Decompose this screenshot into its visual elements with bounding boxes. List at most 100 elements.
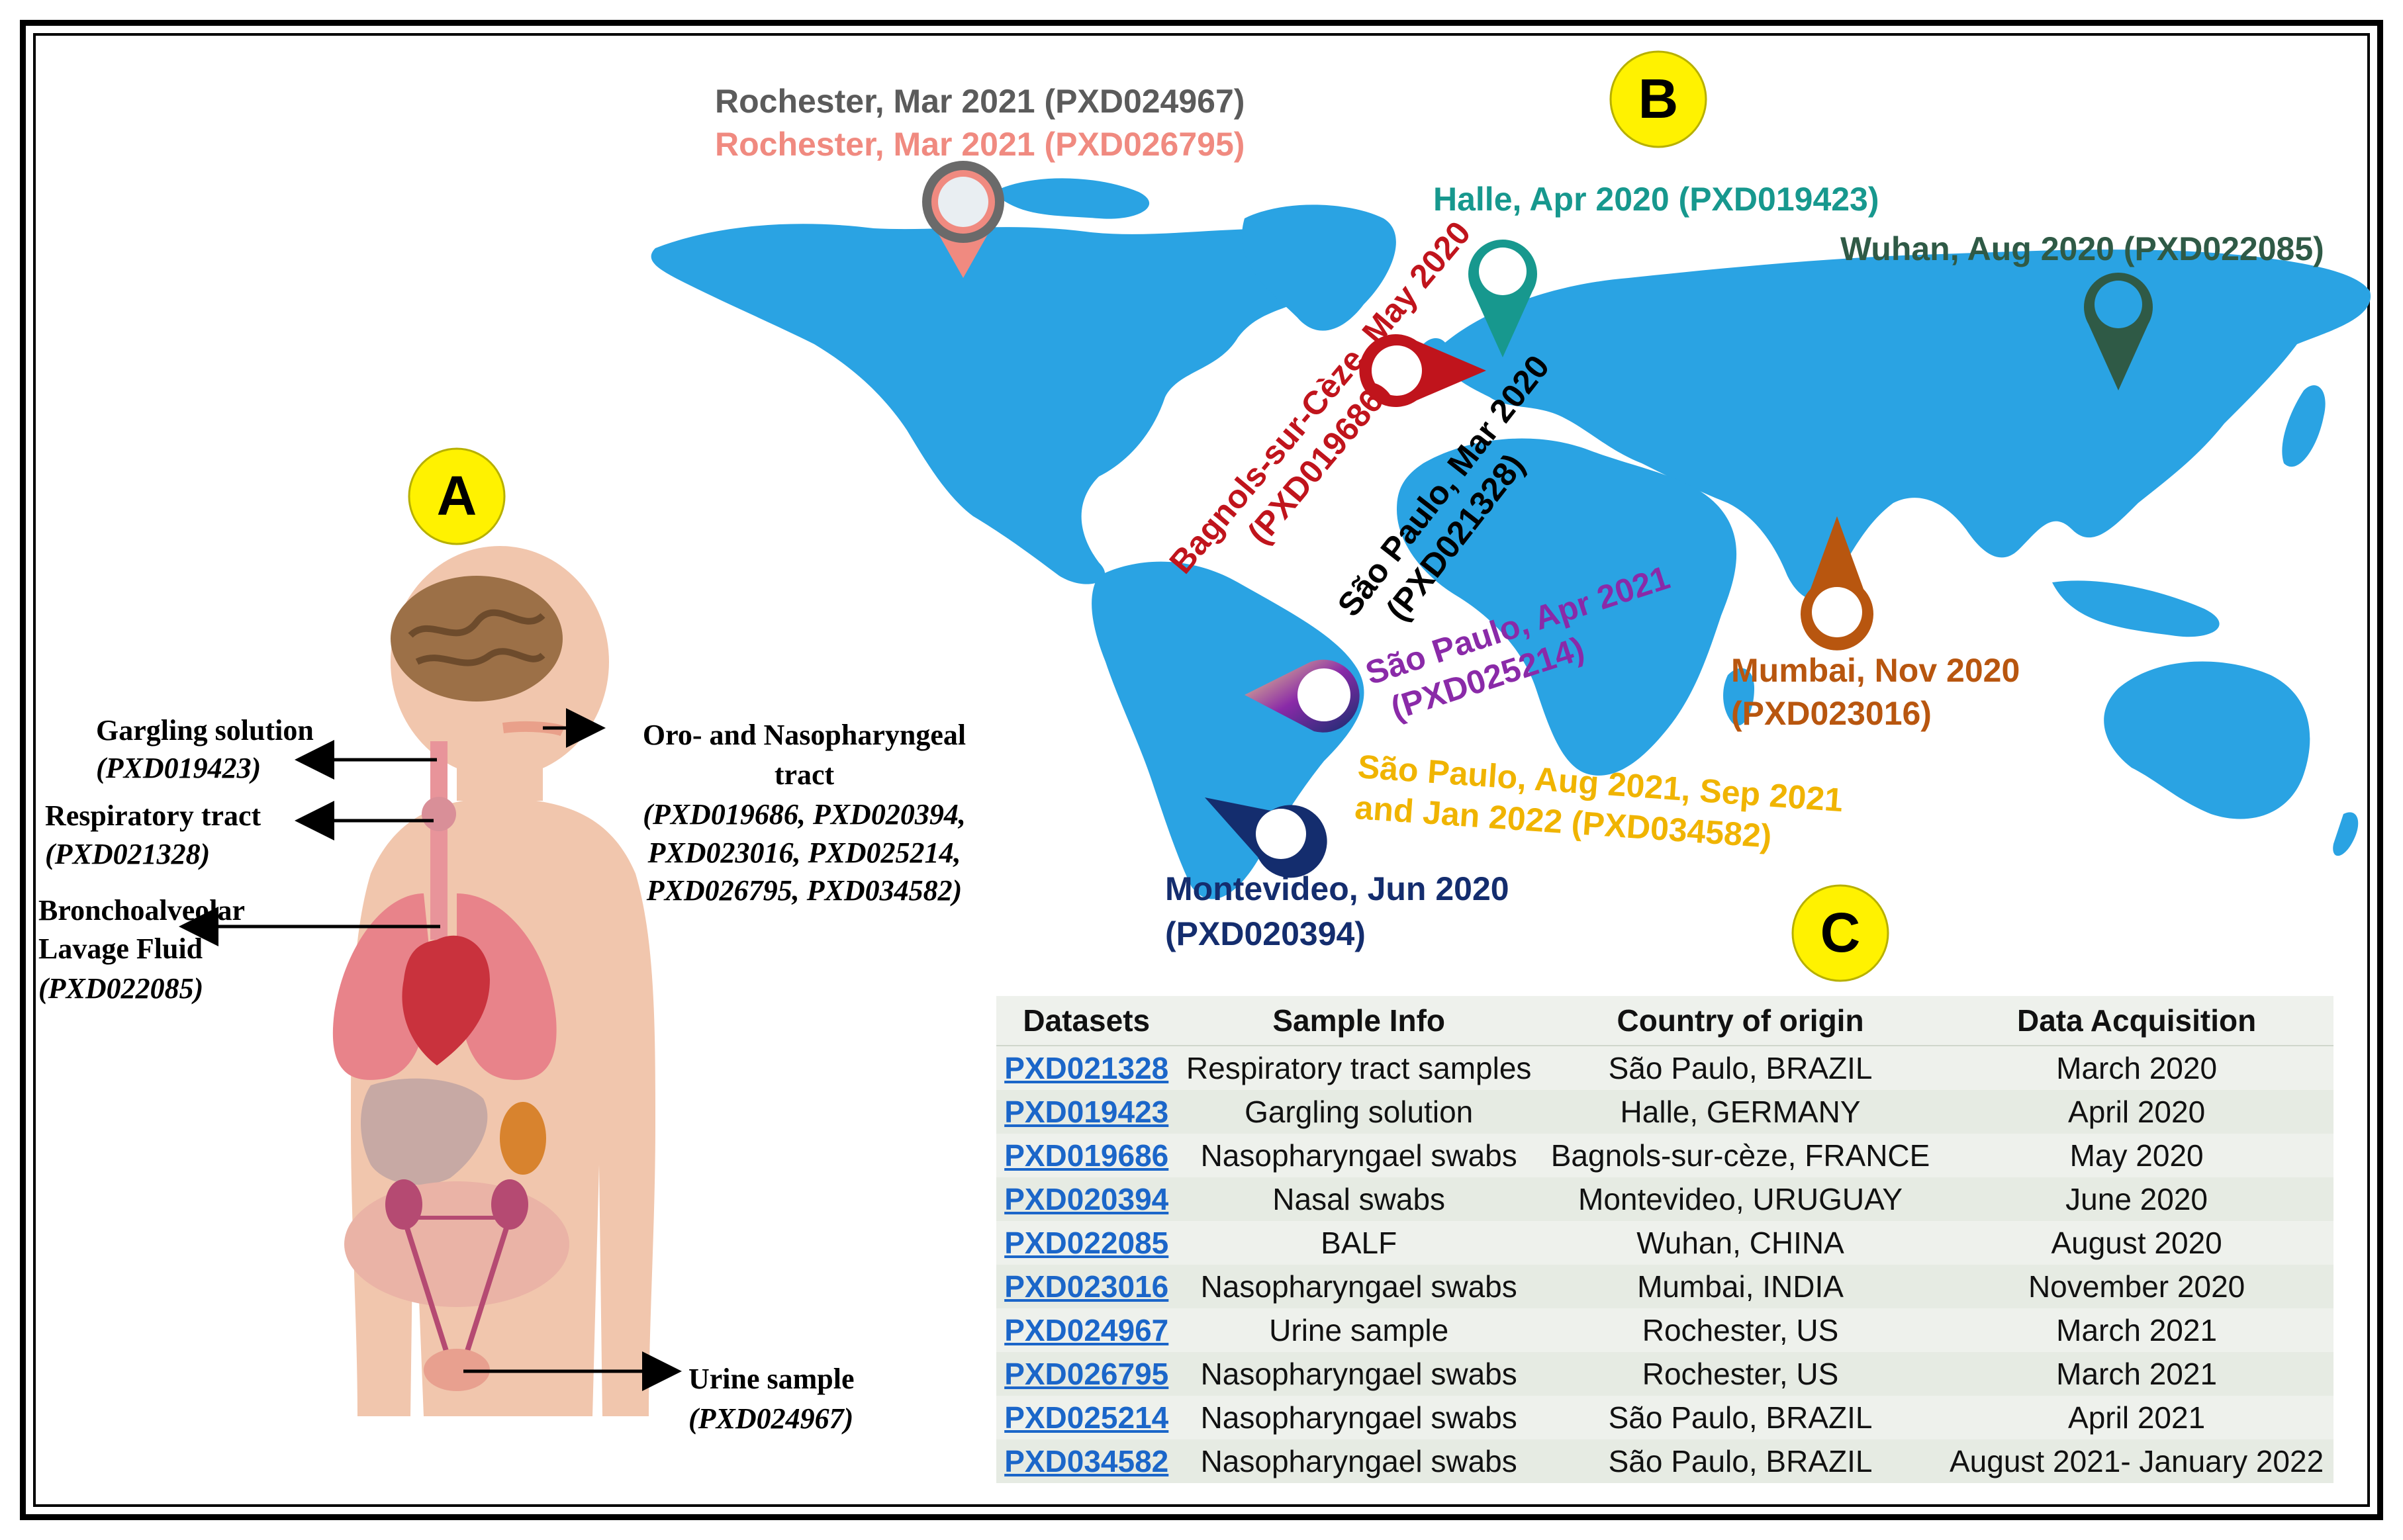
country-cell: São Paulo, BRAZIL [1608, 1051, 1873, 1085]
heart-icon [402, 935, 490, 1065]
country-cell: Mumbai, INDIA [1540, 1265, 1940, 1308]
map-south-america [1092, 561, 1364, 899]
acquisition-cell: November 2020 [1940, 1265, 2333, 1308]
badge-c-circle [1791, 884, 1889, 982]
label-rochester-2: Rochester, Mar 2021 (PXD026795) [715, 126, 1245, 163]
lungs-icon [332, 893, 430, 1080]
label-balf-2: Lavage Fluid [38, 932, 203, 965]
label-oro-ids-1: (PXD019686, PXD020394, [643, 798, 966, 831]
acquisition-cell: March 2021 [2056, 1313, 2218, 1347]
header-acquisition: Data Acquisition [1940, 996, 2333, 1046]
acquisition-cell: March 2020 [2056, 1051, 2218, 1085]
acquisition-cell: April 2020 [1940, 1090, 2333, 1134]
dataset-id-cell[interactable]: PXD022085 [996, 1221, 1176, 1265]
brain-icon [391, 576, 563, 702]
sample-info-cell: Respiratory tract samples [1186, 1051, 1532, 1085]
dataset-table: Datasets Sample Info Country of origin D… [996, 996, 2333, 1483]
map-southeast-asia [2052, 580, 2220, 637]
label-urine-id: (PXD024967) [688, 1402, 853, 1435]
label-balf-id: (PXD022085) [38, 972, 203, 1005]
human-body-illustration [332, 546, 655, 1416]
label-rochester-1: Rochester, Mar 2021 (PXD024967) [715, 83, 1245, 120]
dataset-link[interactable]: PXD023016 [1004, 1269, 1169, 1304]
sample-info-cell: Nasopharyngael swabs [1176, 1439, 1541, 1483]
badge-a-circle [408, 447, 506, 545]
dataset-id-cell[interactable]: PXD026795 [996, 1352, 1177, 1396]
label-urine-title: Urine sample [688, 1363, 855, 1395]
header-country: Country of origin [1540, 996, 1940, 1046]
country-cell: São Paulo, BRAZIL [1540, 1439, 1940, 1483]
label-gargling-id: (PXD019423) [96, 752, 261, 784]
intestines-icon [344, 1181, 569, 1307]
dataset-id-cell[interactable]: PXD019686 [996, 1134, 1176, 1177]
pin-bagnols-icon [1359, 334, 1486, 407]
dataset-link[interactable]: PXD021328 [1004, 1051, 1169, 1085]
label-mumbai-2: (PXD023016) [1731, 695, 1932, 732]
table-header-row: Datasets Sample Info Country of origin D… [996, 996, 2333, 1046]
badge-c: C [1820, 901, 1861, 964]
pin-saopaulo-apr-icon [1245, 659, 1360, 733]
label-respiratory-id: (PXD021328) [45, 838, 210, 870]
dataset-id-cell[interactable]: PXD020394 [996, 1177, 1177, 1221]
map-japan [2282, 385, 2326, 467]
dataset-link[interactable]: PXD022085 [1004, 1226, 1169, 1260]
dataset-link[interactable]: PXD019686 [1004, 1138, 1169, 1173]
map-greenland [1242, 204, 1396, 331]
map-madagascar [1723, 668, 1754, 726]
label-oro-ids-2: PXD023016, PXD025214, [647, 837, 961, 869]
label-oro-ids-3: PXD026795, PXD034582) [646, 874, 963, 907]
sample-info-cell: Nasopharyngael swabs [1176, 1265, 1541, 1308]
table-row: PXD021328 Respiratory tract samples São Pa… [996, 1046, 2333, 1090]
country-cell: Halle, GERMANY [1540, 1090, 1940, 1134]
acquisition-cell: August 2021- January 2022 [1940, 1439, 2333, 1483]
country-cell: Bagnols-sur-cèze, FRANCE [1550, 1138, 1930, 1173]
dataset-link[interactable]: PXD025214 [1004, 1400, 1169, 1435]
dataset-link[interactable]: PXD020394 [1004, 1182, 1169, 1216]
dataset-id-cell[interactable]: PXD025214 [996, 1396, 1176, 1439]
dataset-id-cell[interactable]: PXD024967 [996, 1308, 1176, 1352]
map-australia [2104, 661, 2310, 819]
badge-b-circle [1609, 50, 1707, 148]
label-mumbai-1: Mumbai, Nov 2020 [1731, 652, 2020, 689]
label-halle: Halle, Apr 2020 (PXD019423) [1433, 181, 1879, 218]
dataset-link[interactable]: PXD024967 [1004, 1313, 1169, 1347]
label-wuhan: Wuhan, Aug 2020 (PXD022085) [1840, 230, 2324, 267]
pin-wuhan-icon [2084, 272, 2153, 390]
acquisition-cell: May 2020 [2069, 1138, 2204, 1173]
sample-info-cell: Urine sample [1269, 1313, 1449, 1347]
sample-info-cell: Nasopharyngael swabs [1200, 1400, 1517, 1435]
sample-info-cell: Nasopharyngael swabs [1176, 1352, 1541, 1396]
label-respiratory-title: Respiratory tract [45, 799, 261, 832]
acquisition-cell: March 2021 [1940, 1352, 2333, 1396]
sample-info-cell: Nasal swabs [1176, 1177, 1541, 1221]
sample-info-cell: BALF [1321, 1226, 1397, 1260]
label-montevideo-1: Montevideo, Jun 2020 [1165, 870, 1509, 907]
dataset-id-cell[interactable]: PXD023016 [996, 1265, 1177, 1308]
acquisition-cell: April 2021 [2068, 1400, 2206, 1435]
liver-icon [361, 1078, 488, 1185]
dataset-id-cell[interactable]: PXD019423 [996, 1090, 1177, 1134]
pin-montevideo-icon [1205, 797, 1327, 878]
dataset-link[interactable]: PXD026795 [1004, 1357, 1169, 1391]
country-cell: Rochester, US [1540, 1352, 1940, 1396]
dataset-id-cell[interactable]: PXD034582 [996, 1439, 1177, 1483]
bladder-icon [424, 1349, 490, 1391]
acquisition-cell: August 2020 [2051, 1226, 2222, 1260]
dataset-link[interactable]: PXD019423 [1004, 1095, 1169, 1129]
label-balf-1: Bronchoalveolar [38, 894, 245, 927]
acquisition-cell: June 2020 [1940, 1177, 2333, 1221]
pin-halle-icon [1468, 239, 1537, 357]
figure-inner-border [33, 33, 2370, 1507]
pancreas-icon [500, 1102, 546, 1175]
dataset-link[interactable]: PXD034582 [1004, 1444, 1169, 1478]
map-arctic-islands [993, 178, 1150, 219]
dataset-id-cell[interactable]: PXD021328 [996, 1046, 1176, 1090]
